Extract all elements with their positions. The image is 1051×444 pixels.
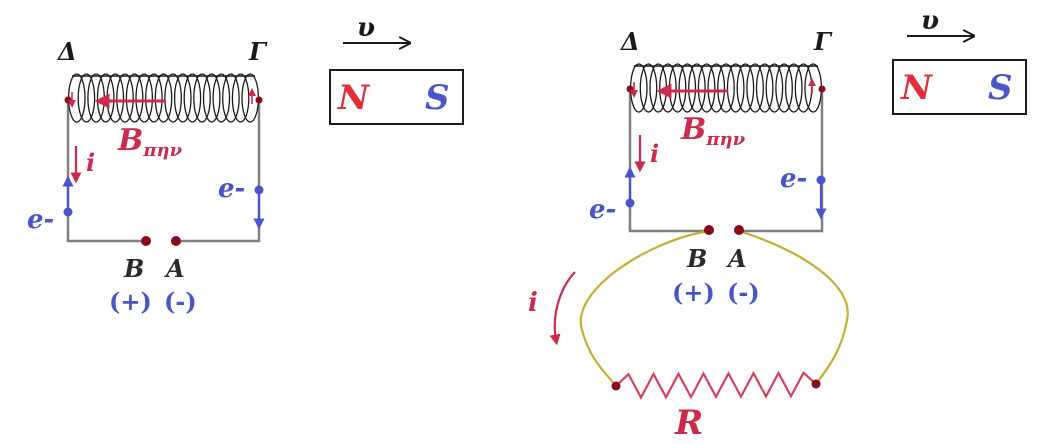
- right-circuit: Δ Γ Bπην i e- e- B A (+) (-) i R: [528, 27, 849, 443]
- left-current-label: i: [86, 148, 95, 177]
- coil-turn: [707, 63, 726, 113]
- coil-turn: [135, 73, 154, 123]
- left-label-delta: Δ: [57, 37, 77, 66]
- coil-turn: [697, 63, 716, 113]
- right-load-current-label: i: [528, 288, 538, 318]
- coil-turn: [726, 63, 745, 113]
- coil-turn: [746, 63, 764, 113]
- coil-turn: [649, 63, 668, 113]
- right-magnet-n: N: [900, 68, 934, 108]
- right-load-current-arrow: [549, 271, 576, 346]
- coil-turn: [125, 73, 144, 123]
- left-magnet: υ N S: [329, 13, 464, 125]
- coil-turn: [775, 63, 793, 113]
- left-polarity-a: (-): [164, 287, 197, 316]
- coil-turn: [794, 63, 813, 113]
- right-load-wire-left: [579, 229, 710, 387]
- coil-turn: [736, 63, 755, 113]
- coil-turn: [678, 63, 697, 113]
- left-field-subscript: πην: [142, 140, 182, 161]
- coil-turn: [164, 73, 182, 123]
- coil-turn: [77, 73, 96, 123]
- left-electron-dot-left: [63, 207, 73, 217]
- right-terminal-b-label: B: [686, 244, 707, 273]
- coil-turn: [67, 73, 86, 123]
- coil-turn: [688, 63, 706, 113]
- left-polarity-b: (+): [109, 287, 152, 316]
- right-resistor-label: R: [674, 403, 703, 443]
- coil-turn: [145, 73, 163, 123]
- left-magnet-body: [329, 69, 464, 125]
- coil-turn: [222, 73, 240, 123]
- left-coil-end-gamma: [255, 96, 263, 104]
- coil-turn: [154, 73, 173, 123]
- right-resistor: [615, 370, 817, 400]
- left-circuit: Δ Γ Bπην i e- e- B A (+) (-): [27, 37, 268, 316]
- coil-turn: [96, 73, 115, 123]
- right-coil: [629, 63, 823, 113]
- right-terminal-a-label: A: [726, 244, 747, 273]
- right-magnet-s: S: [988, 68, 1013, 108]
- left-label-gamma: Γ: [248, 37, 268, 66]
- right-terminal-a: [734, 225, 744, 235]
- left-terminal-b-label: B: [123, 254, 144, 283]
- coil-turn: [765, 63, 784, 113]
- left-magnet-s: S: [425, 78, 450, 118]
- left-coil-end-delta: [64, 96, 72, 104]
- coil-turn: [755, 63, 774, 113]
- right-polarity-a: (-): [727, 278, 760, 307]
- coil-turn: [202, 73, 221, 123]
- coil-turn: [659, 63, 677, 113]
- right-electron-label-left: e-: [589, 195, 616, 225]
- left-electron-label-left: e-: [27, 205, 54, 235]
- coil-turn: [241, 73, 260, 123]
- coil-turn: [116, 73, 134, 123]
- left-terminal-a: [171, 236, 181, 246]
- coil-turn: [668, 63, 687, 113]
- left-coil: [67, 73, 260, 123]
- coil-turn: [717, 63, 735, 113]
- right-electron-dot-right: [816, 175, 826, 185]
- right-magnet: υ N S: [892, 6, 1027, 115]
- right-resistor-end-right: [811, 379, 821, 389]
- right-coil-end-gamma: [818, 85, 826, 93]
- right-velocity-label: υ: [921, 6, 939, 36]
- coil-turn: [231, 73, 250, 123]
- coil-turn: [212, 73, 231, 123]
- left-field-label: Bπην: [117, 123, 183, 161]
- right-electron-label-right: e-: [780, 164, 807, 194]
- left-electron-dot-right: [254, 185, 264, 195]
- left-wire-loop: [66, 100, 261, 243]
- coil-turn: [784, 63, 803, 113]
- right-resistor-end-left: [611, 381, 621, 391]
- coil-turn: [639, 63, 658, 113]
- coil-turn: [106, 73, 125, 123]
- right-load-wire-right: [738, 229, 849, 385]
- left-terminal-b: [141, 236, 151, 246]
- right-current-label: i: [650, 139, 659, 168]
- left-velocity-label: υ: [357, 13, 375, 43]
- coil-turn: [193, 73, 211, 123]
- right-label-gamma: Γ: [813, 27, 833, 56]
- left-electron-label-right: e-: [218, 174, 245, 204]
- right-polarity-b: (+): [672, 278, 715, 307]
- coil-turn: [87, 73, 105, 123]
- left-magnet-n: N: [337, 78, 371, 118]
- coil-turn: [173, 73, 192, 123]
- left-terminal-a-label: A: [164, 254, 185, 283]
- right-wire-loop: [628, 89, 824, 233]
- right-electron-dot-left: [625, 198, 635, 208]
- right-terminal-b: [704, 225, 714, 235]
- right-coil-end-delta: [626, 85, 634, 93]
- right-field-subscript: πην: [705, 129, 745, 150]
- right-magnet-body: [892, 59, 1027, 115]
- right-field-label: Bπην: [680, 112, 746, 150]
- coil-turn: [183, 73, 202, 123]
- right-label-delta: Δ: [620, 27, 640, 56]
